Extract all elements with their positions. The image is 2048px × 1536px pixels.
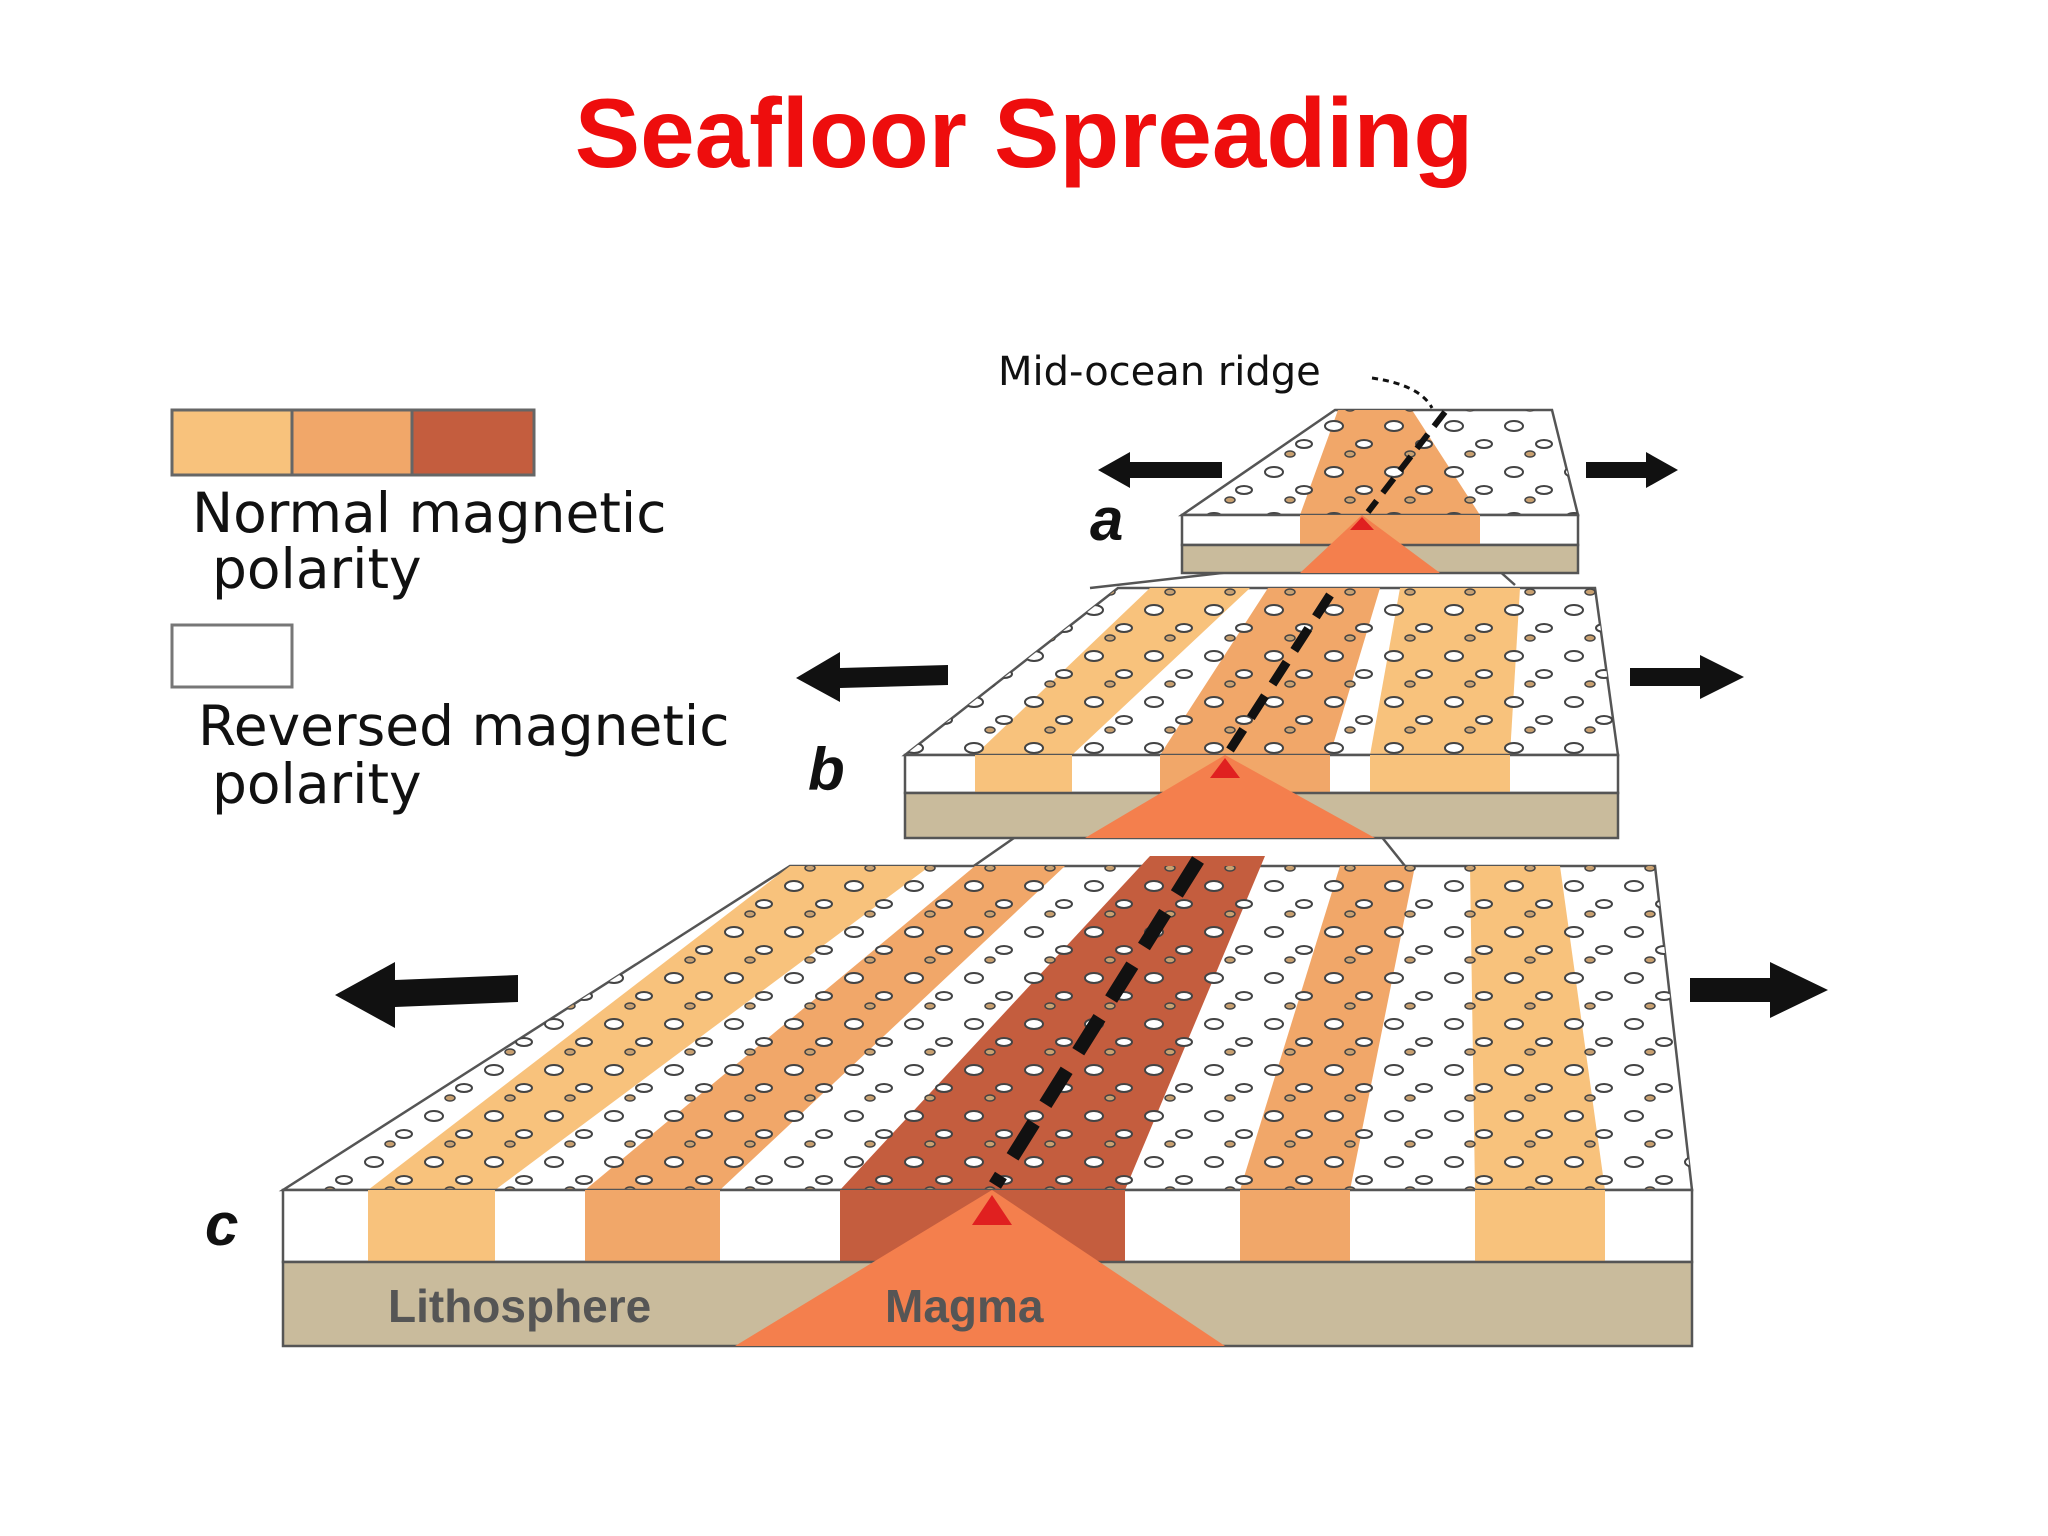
- stage-c-label: c: [205, 1191, 238, 1258]
- legend-reversed-label-line1: Reversed magnetic: [198, 694, 729, 758]
- stage-a-label: a: [1090, 486, 1123, 553]
- stage-b-block: [901, 586, 1620, 840]
- legend-normal-label-line1: Normal magnetic: [192, 481, 666, 545]
- legend-reversed-label-line2: polarity: [212, 752, 422, 816]
- arrow-icon: [1098, 452, 1222, 488]
- stage-b-label: b: [808, 736, 845, 803]
- stage-c-block: [278, 856, 1694, 1348]
- lithosphere-label: Lithosphere: [388, 1280, 651, 1332]
- arrow-icon: [1586, 452, 1678, 488]
- diagram-title: Seafloor Spreading: [574, 78, 1474, 188]
- arrow-icon: [335, 962, 518, 1028]
- arrow-icon: [1630, 655, 1744, 699]
- arrow-icon: [796, 652, 948, 702]
- legend: Normal magnetic polarity Reversed magnet…: [170, 408, 729, 816]
- legend-normal-label-line2: polarity: [212, 537, 422, 601]
- ridge-leader-line: [1371, 376, 1434, 409]
- magma-label: Magma: [885, 1280, 1044, 1332]
- arrow-icon: [1690, 962, 1828, 1018]
- ridge-label: Mid-ocean ridge: [998, 349, 1321, 395]
- legend-normal-swatch: [170, 408, 536, 477]
- stage-a-block: [1177, 408, 1580, 575]
- legend-reversed-swatch: [170, 623, 294, 689]
